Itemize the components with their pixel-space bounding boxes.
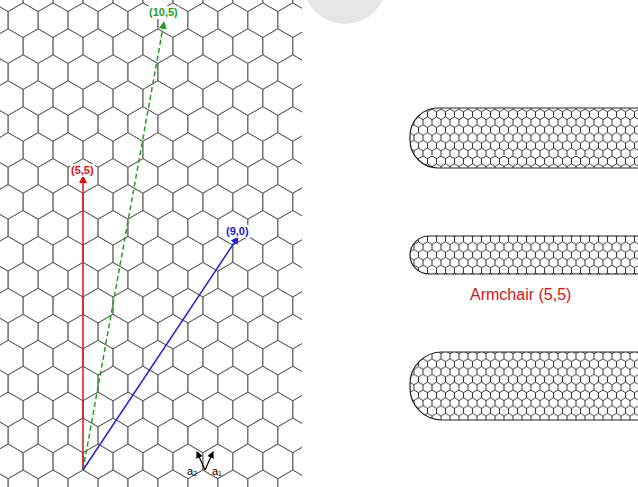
hexagon-grid: [0, 0, 302, 487]
nanotube: [410, 108, 638, 420]
basis-label: a₂: [187, 466, 197, 477]
tube-caption: Armchair (5,5): [470, 287, 571, 303]
vector-label: (10,5): [148, 6, 179, 19]
chiral-vector: [83, 22, 164, 470]
basis-vector: [205, 452, 213, 470]
chiral-vector: [82, 176, 84, 470]
vector-label: (5,5): [70, 164, 95, 177]
chiral-vector: [83, 237, 238, 470]
vector-label: (9,0): [225, 225, 250, 238]
basis-label: a₁: [212, 466, 222, 477]
graphene-lattice: [0, 0, 302, 487]
shadow-blob: [303, 0, 387, 24]
basis-vector: [197, 452, 205, 470]
